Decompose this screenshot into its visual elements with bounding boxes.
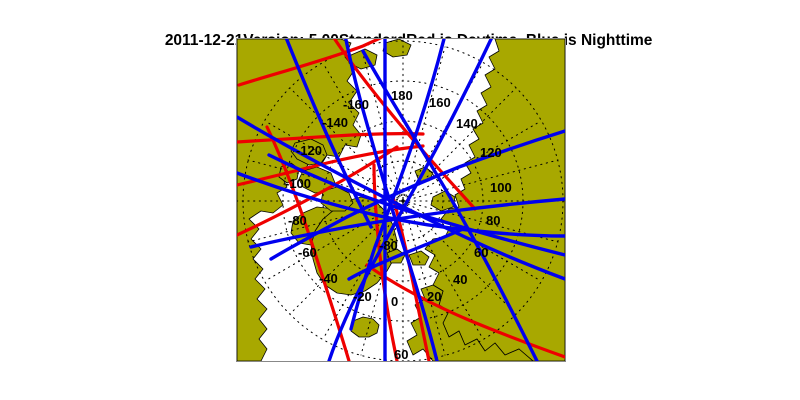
longitude-label: -20 [353, 289, 372, 304]
longitude-label: -40 [319, 271, 338, 286]
longitude-label: 120 [480, 145, 502, 160]
meridian-285 [247, 200, 404, 243]
longitude-label: 60 [394, 347, 409, 362]
land-island-small-3 [408, 250, 430, 266]
day-track-6 [372, 163, 399, 361]
nighttime-track-group [237, 39, 565, 361]
land-iceland [350, 316, 380, 338]
title-date: 2011-12-21 [164, 32, 244, 49]
longitude-label: 160 [429, 95, 451, 110]
meridian-165 [402, 46, 446, 202]
longitude-label: 0 [391, 294, 399, 309]
longitude-label: 80 [486, 213, 501, 228]
longitude-label: -100 [285, 176, 312, 191]
night-track-5 [237, 171, 565, 238]
night-track-6 [269, 129, 565, 261]
day-track-9 [365, 263, 565, 359]
longitude-label: 140 [456, 116, 478, 131]
longitude-label: 20 [427, 289, 442, 304]
longitude-label: 180 [391, 88, 413, 103]
longitude-label: -60 [298, 245, 317, 260]
night-track-12 [284, 39, 373, 229]
meridian-300 [264, 200, 404, 282]
night-track-11 [347, 227, 465, 281]
night-track-10 [361, 49, 539, 361]
night-track-9 [327, 39, 493, 361]
day-track-3 [237, 132, 425, 144]
polar-map-canvas [237, 39, 565, 361]
day-track-4 [237, 144, 425, 187]
longitude-label: 100 [490, 180, 512, 195]
night-track-8 [267, 153, 565, 257]
longitude-label: -160 [343, 97, 370, 112]
meridian-75 [402, 200, 559, 243]
longitude-label: -80 [288, 213, 307, 228]
parallel-60 [282, 80, 524, 322]
longitude-label: -120 [296, 143, 323, 158]
longitude-label: -140 [322, 115, 349, 130]
meridian-210 [322, 62, 404, 202]
meridian-30 [402, 200, 484, 340]
longitude-label: -80 [379, 238, 398, 253]
longitude-label: 60 [474, 245, 489, 260]
day-track-1 [237, 39, 383, 87]
parallel-50 [242, 40, 564, 361]
longitude-label: 40 [453, 272, 468, 287]
polar-map-panel: -160 180 160 140 -140 -120 120 -100 100 -80 80 -60 6… [236, 38, 566, 362]
meridian-105 [402, 159, 559, 202]
land-island-small-5 [382, 39, 412, 58]
